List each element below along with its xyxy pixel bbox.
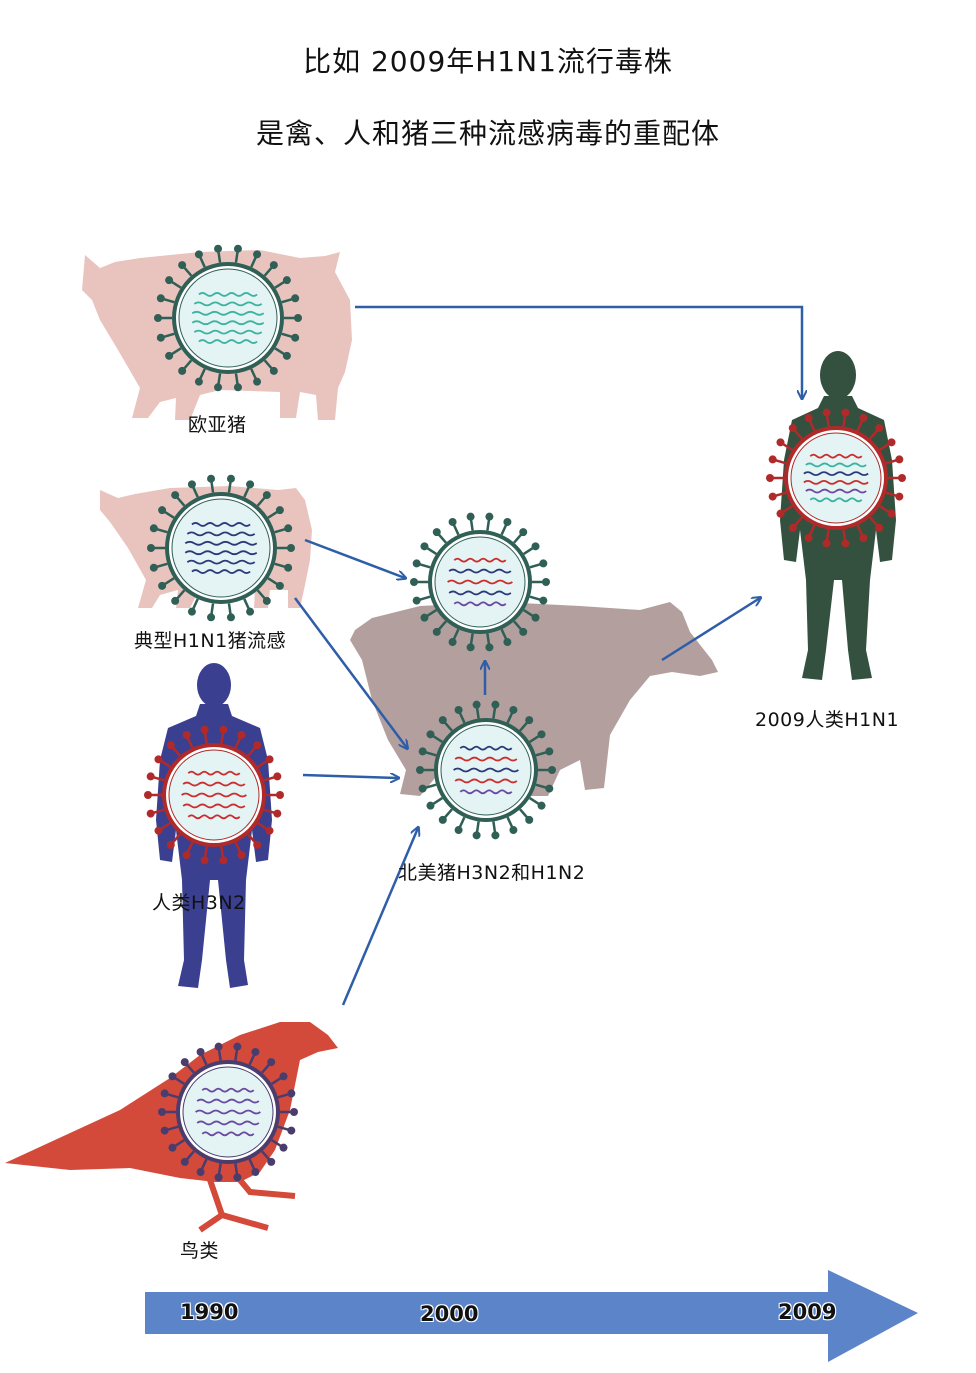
- virus-na-lower: [416, 700, 556, 840]
- bird-silhouette: [5, 1022, 338, 1233]
- label-na-swine: 北美猪H3N2和H1N2: [398, 862, 586, 884]
- title-line-1: 比如 2009年H1N1流行毒株: [303, 45, 673, 78]
- virus-human-h3n2: [144, 725, 284, 865]
- timeline-tick-1990: 1990: [180, 1300, 239, 1324]
- timeline-tick-2000: 2000: [420, 1302, 479, 1326]
- arrow-eurasian-to-2009: [355, 305, 802, 398]
- label-eurasian-swine: 欧亚猪: [188, 414, 247, 436]
- title-line-2: 是禽、人和猪三种流感病毒的重配体: [255, 117, 720, 150]
- timeline-arrow: [145, 1270, 918, 1362]
- virus-classical: [147, 474, 295, 622]
- arrow-human-to-lower: [302, 775, 398, 778]
- label-human-h3n2: 人类H3N2: [152, 892, 246, 914]
- arrow-classical-to-lower: [293, 597, 407, 748]
- virus-particles: [144, 244, 906, 1182]
- virus-avian: [158, 1042, 298, 1182]
- timeline-tick-2009: 2009: [778, 1300, 837, 1324]
- arrow-classical-to-upper: [304, 538, 405, 578]
- virus-eurasian: [154, 244, 302, 392]
- arrow-bird-to-lower: [341, 828, 418, 1006]
- transmission-arrows: [293, 305, 802, 1006]
- label-classical-swine: 典型H1N1猪流感: [134, 630, 287, 652]
- arrow-pig-to-2009: [661, 598, 760, 662]
- label-avian: 鸟类: [180, 1240, 220, 1262]
- virus-2009: [766, 408, 906, 548]
- virus-na-upper: [410, 512, 550, 652]
- label-human-2009: 2009人类H1N1: [755, 709, 900, 731]
